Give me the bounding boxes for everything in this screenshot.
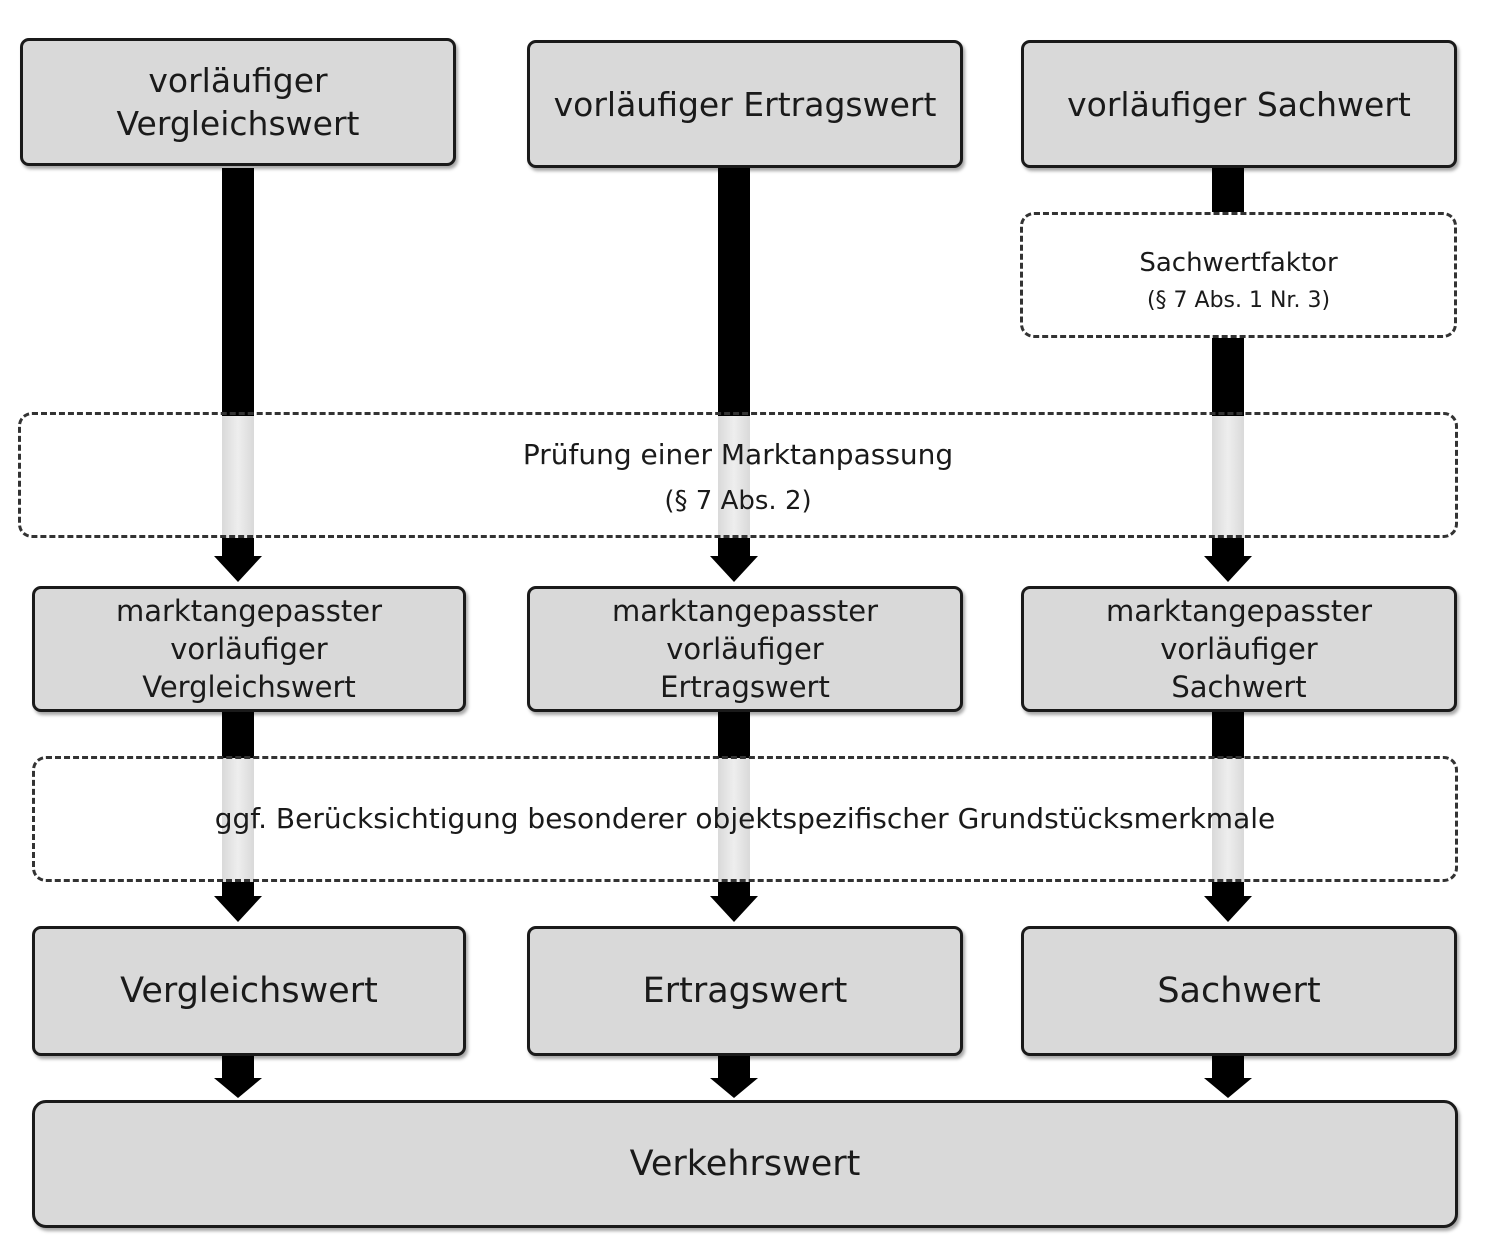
connector-col3-mid: [1212, 712, 1244, 758]
connector-col1-through-merkmale: [222, 758, 254, 882]
connector-col2-top: [718, 168, 750, 416]
arrowhead-col2-b: [710, 896, 758, 922]
arrowhead-col2-a: [710, 556, 758, 582]
box-label: vorläufiger Vergleichswert: [116, 61, 360, 143]
arrowhead-col1-c: [214, 1078, 262, 1098]
sachwertfaktor-title: Sachwertfaktor: [1139, 247, 1338, 278]
connector-col3-pre-arrow: [1212, 538, 1244, 558]
box-ertragswert: Ertragswert: [527, 926, 963, 1056]
box-label: marktangepasster vorläufiger Ertragswert: [611, 594, 879, 704]
box-vorlaeufiger-ertragswert: vorläufiger Ertragswert: [527, 40, 963, 168]
connector-col2-pre-arrow-b: [718, 882, 750, 898]
marktanpassung-title: Prüfung einer Marktanpassung: [522, 438, 954, 471]
marktanpassung-box: Prüfung einer Marktanpassung (§ 7 Abs. 2…: [18, 412, 1458, 538]
box-vorlaeufiger-vergleichswert: vorläufiger Vergleichswert: [20, 38, 456, 166]
box-label: marktangepasster vorläufiger Sachwert: [1105, 594, 1373, 704]
connector-col3-pre-arrow-b: [1212, 882, 1244, 898]
connector-col3-through-merkmale: [1212, 758, 1244, 882]
arrowhead-col2-c: [710, 1078, 758, 1098]
box-marktangepasster-vergleichswert: marktangepasster vorläufiger Vergleichsw…: [32, 586, 466, 712]
box-label: Ertragswert: [642, 971, 848, 1011]
connector-col3-through-check: [1212, 416, 1244, 538]
box-label: vorläufiger Sachwert: [1067, 84, 1411, 124]
merkmale-title: ggf. Berücksichtigung besonderer objekts…: [214, 802, 1276, 835]
connector-col1-pre-arrow: [222, 538, 254, 558]
connector-col1-final: [222, 1056, 254, 1080]
arrowhead-col3-b: [1204, 896, 1252, 922]
connector-col3-final: [1212, 1056, 1244, 1080]
connector-col1-pre-arrow-b: [222, 882, 254, 898]
arrowhead-col1-a: [214, 556, 262, 582]
box-label: marktangepasster vorläufiger Vergleichsw…: [115, 594, 383, 704]
box-label: Sachwert: [1157, 971, 1321, 1011]
box-label: Verkehrswert: [629, 1144, 861, 1184]
sachwertfaktor-ref: (§ 7 Abs. 1 Nr. 3): [1146, 287, 1331, 313]
connector-col1-top: [222, 168, 254, 416]
connector-col2-through-merkmale: [718, 758, 750, 882]
sachwertfaktor-box: Sachwertfaktor (§ 7 Abs. 1 Nr. 3): [1020, 212, 1457, 338]
box-vorlaeufiger-sachwert: vorläufiger Sachwert: [1021, 40, 1457, 168]
connector-col3-top: [1212, 168, 1244, 214]
box-marktangepasster-ertragswert: marktangepasster vorläufiger Ertragswert: [527, 586, 963, 712]
arrowhead-col3-c: [1204, 1078, 1252, 1098]
connector-col3-after-faktor: [1212, 336, 1244, 416]
box-label: vorläufiger Ertragswert: [553, 84, 937, 124]
box-marktangepasster-sachwert: marktangepasster vorläufiger Sachwert: [1021, 586, 1457, 712]
connector-col2-through-check: [718, 416, 750, 538]
connector-col2-final: [718, 1056, 750, 1080]
box-vergleichswert: Vergleichswert: [32, 926, 466, 1056]
arrowhead-col1-b: [214, 896, 262, 922]
merkmale-box: ggf. Berücksichtigung besonderer objekts…: [32, 756, 1458, 882]
connector-col1-mid: [222, 712, 254, 758]
connector-col2-mid: [718, 712, 750, 758]
arrowhead-col3-a: [1204, 556, 1252, 582]
marktanpassung-ref: (§ 7 Abs. 2): [664, 486, 812, 516]
box-verkehrswert: Verkehrswert: [32, 1100, 1458, 1228]
box-sachwert: Sachwert: [1021, 926, 1457, 1056]
box-label: Vergleichswert: [120, 971, 378, 1011]
connector-col2-pre-arrow: [718, 538, 750, 558]
connector-col1-through-check: [222, 416, 254, 538]
